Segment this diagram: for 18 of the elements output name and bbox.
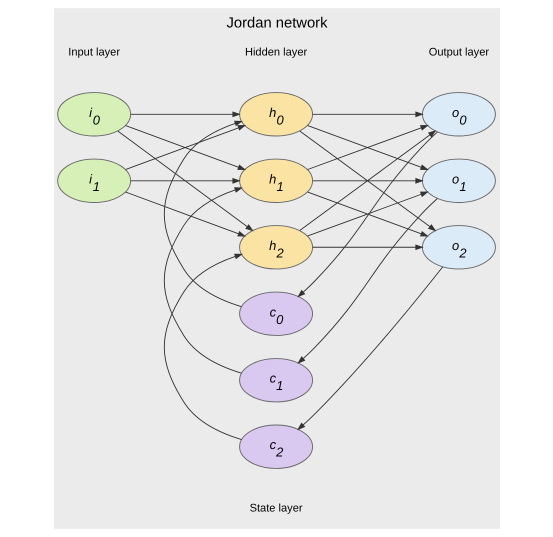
arrow <box>130 111 240 118</box>
arrow <box>296 266 443 430</box>
arrow <box>296 198 438 364</box>
arrow <box>124 192 246 237</box>
arrow <box>163 254 242 440</box>
arrow <box>312 111 424 118</box>
arrow <box>312 244 424 250</box>
label: Hidden layer <box>244 46 307 58</box>
arrow <box>116 130 254 232</box>
arrow <box>130 178 240 184</box>
label: Output layer <box>428 46 489 58</box>
label: Input layer <box>68 46 120 58</box>
diagram-title: Jordan network <box>226 15 327 32</box>
arrow <box>296 132 438 298</box>
arrow <box>163 120 242 308</box>
label: State layer <box>249 502 302 514</box>
arrow <box>312 178 424 184</box>
arrow <box>163 187 242 374</box>
